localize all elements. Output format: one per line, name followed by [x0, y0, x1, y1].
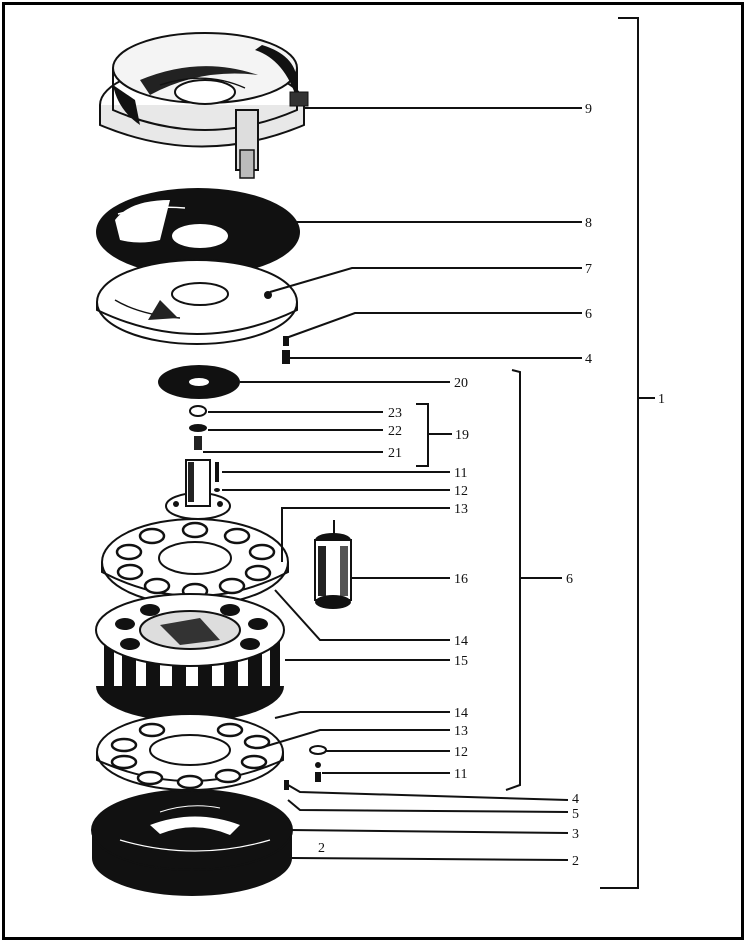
callout-23: 23: [388, 406, 402, 421]
part-8-disc: [96, 188, 300, 276]
part-15-drum: [95, 593, 285, 722]
callout-labels: 9 8 7 6 4 20 23 22 21 19 11 12 13 16 6 1…: [318, 102, 665, 869]
callout-2-inner: 2: [318, 841, 325, 856]
part-9-housing: [99, 32, 309, 179]
upper-ring-plate: [101, 518, 289, 606]
callout-6-group: 6: [566, 572, 573, 587]
part-20-washer: [158, 365, 240, 399]
callout-5: 5: [572, 807, 579, 822]
screw-parts-6-4: [282, 336, 290, 364]
callout-11-lower: 11: [454, 767, 467, 782]
callout-11-upper: 11: [454, 466, 467, 481]
callout-1: 1: [658, 392, 665, 407]
callout-14-upper: 14: [454, 634, 468, 649]
callout-2: 2: [572, 854, 579, 869]
callout-14-lower: 14: [454, 706, 468, 721]
callout-13-lower: 13: [454, 724, 468, 739]
callout-12-lower: 12: [454, 745, 468, 760]
callout-4-lower: 4: [572, 792, 579, 807]
callout-9: 9: [585, 102, 592, 117]
callout-16: 16: [454, 572, 468, 587]
callout-3: 3: [572, 827, 579, 842]
callout-13-upper: 13: [454, 502, 468, 517]
callout-8: 8: [585, 216, 592, 231]
callout-6-upper: 6: [585, 307, 592, 322]
callout-20: 20: [454, 376, 468, 391]
callout-21: 21: [388, 446, 402, 461]
part-2-base: [91, 789, 293, 896]
lower-ring-plate: [96, 713, 327, 791]
callout-22: 22: [388, 424, 402, 439]
part-16-cylinder: [314, 520, 352, 609]
callout-7: 7: [585, 262, 592, 277]
hub-shaft: [165, 459, 231, 520]
brackets: [416, 17, 655, 889]
parts-21-23-fasteners: [189, 405, 207, 450]
callout-4-upper: 4: [585, 352, 592, 367]
callout-19: 19: [455, 428, 469, 443]
part-7-plate: [96, 259, 298, 345]
callout-12-upper: 12: [454, 484, 468, 499]
leader-lines: [203, 107, 582, 861]
callout-15: 15: [454, 654, 468, 669]
